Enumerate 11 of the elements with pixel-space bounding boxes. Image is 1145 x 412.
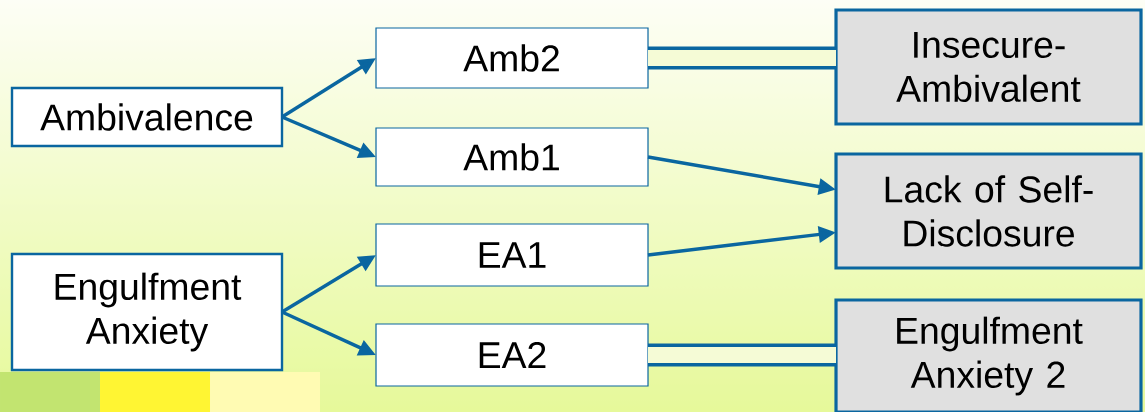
double-line: [648, 46, 836, 70]
source-box: Ambivalence: [10, 86, 284, 148]
outcome-box: Lack of Self-Disclosure: [834, 152, 1143, 270]
variable-box: EA2: [375, 323, 649, 387]
double-line: [648, 343, 836, 367]
variable-box: Amb1: [375, 127, 649, 187]
variable-box: Amb2: [375, 27, 649, 89]
source-box: Engulfment Anxiety: [10, 252, 284, 372]
outcome-box: Insecure-Ambivalent: [834, 8, 1143, 126]
variable-box: EA1: [375, 223, 649, 287]
outcome-box: Engulfment Anxiety 2: [834, 298, 1143, 412]
